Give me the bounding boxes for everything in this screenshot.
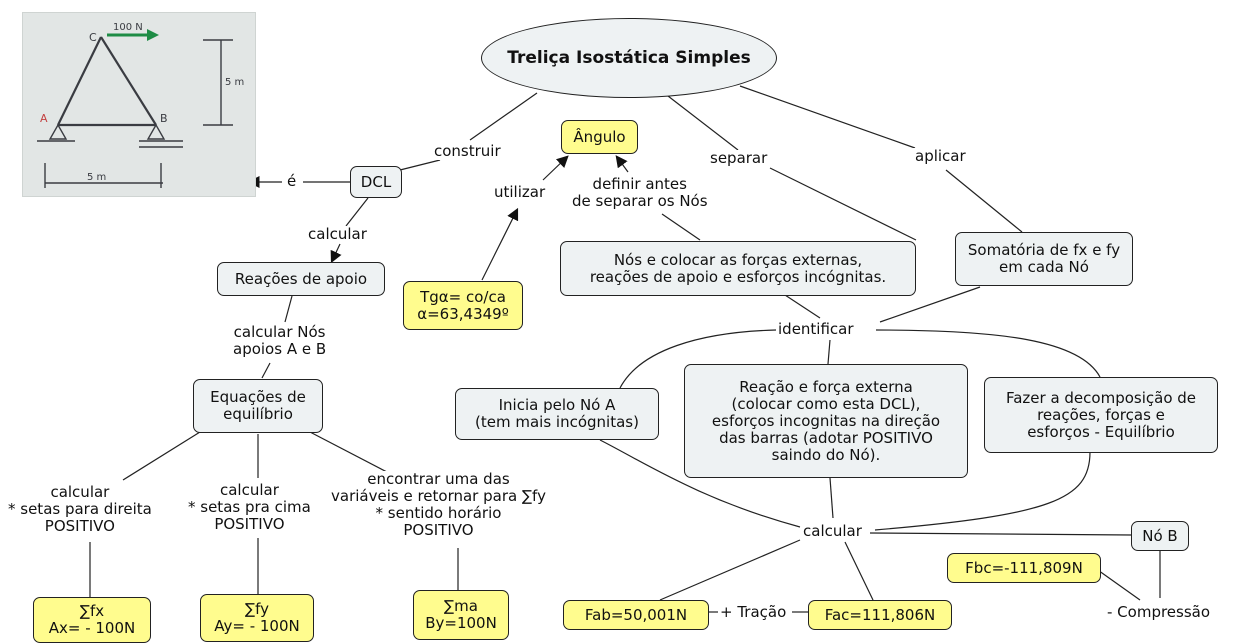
link-label-calcular-forcas: calcular — [801, 522, 864, 540]
link-line — [659, 539, 801, 601]
node-fx-result: ∑fx Ax= - 100N — [33, 597, 151, 643]
node-fab: Fab=50,001N — [563, 600, 709, 630]
node-fbc: Fbc=-111,809N — [947, 553, 1101, 583]
link-line — [869, 532, 1133, 536]
link-label-construir: construir — [432, 142, 503, 160]
link-line — [945, 169, 1023, 233]
node-fy-result: ∑fy Ay= - 100N — [200, 594, 314, 642]
link-line — [261, 362, 271, 379]
link-line — [619, 329, 777, 389]
link-label-e: é — [285, 172, 299, 190]
truss-label-a: A — [40, 112, 48, 125]
node-tg-alpha: Tgα= co/ca α=63,4349º — [403, 281, 523, 330]
link-label-aplicar: aplicar — [913, 147, 968, 165]
node-equacoes: Equações de equilíbrio — [193, 379, 323, 433]
link-line — [542, 155, 569, 181]
link-line — [769, 167, 917, 241]
link-line — [875, 329, 1101, 378]
link-line — [599, 439, 801, 528]
link-line — [827, 339, 831, 365]
node-inicia-no-a: Inicia pelo Nó A (tem mais incógnitas) — [455, 388, 659, 440]
link-line — [122, 431, 201, 481]
node-decomposicao: Fazer a decomposição de reações, forças … — [984, 377, 1218, 453]
link-line — [661, 213, 701, 241]
link-line — [330, 243, 342, 264]
link-label-definir: definir antes de separar os Nós — [570, 175, 710, 210]
link-line — [481, 207, 519, 281]
link-label-calcular-fx: calcular * setas para direita POSITIVO — [6, 483, 154, 535]
main-title: Treliça Isostática Simples — [481, 18, 777, 98]
truss-image: C 100 N A B 5 m 5 m — [22, 12, 256, 197]
link-line — [615, 155, 629, 173]
link-line — [667, 95, 739, 151]
link-label-calcular-nos: calcular Nós apoios A e B — [231, 323, 329, 358]
node-angulo: Ângulo — [561, 120, 638, 154]
node-ma-result: ∑ma By=100N — [413, 590, 509, 640]
link-line — [874, 451, 1091, 531]
link-label-identificar: identificar — [776, 320, 856, 338]
link-line — [739, 85, 916, 149]
link-label-tracao: + Tração — [718, 603, 789, 621]
link-label-calcular-reacoes: calcular — [306, 225, 369, 243]
link-line — [844, 541, 874, 601]
node-dcl: DCL — [350, 166, 402, 198]
link-line — [829, 477, 834, 519]
node-reacao-forca: Reação e força externa (colocar como est… — [684, 364, 968, 478]
node-nos-forcas: Nós e colocar as forças externas, reaçõe… — [560, 241, 916, 296]
truss-label-b: B — [160, 112, 168, 125]
link-label-separar: separar — [708, 149, 770, 167]
truss-height-label: 5 m — [225, 77, 244, 88]
node-somatoria: Somatória de fx e fy em cada Nó — [955, 232, 1133, 286]
link-label-encontrar: encontrar uma das variáveis e retornar p… — [329, 470, 548, 539]
link-line — [345, 197, 369, 227]
link-line — [879, 286, 981, 323]
link-line — [1094, 567, 1141, 601]
node-no-b: Nó B — [1131, 521, 1189, 551]
node-fac: Fac=111,806N — [808, 600, 952, 630]
link-label-compressao: - Compressão — [1105, 603, 1213, 621]
truss-label-c: C — [89, 31, 97, 44]
node-reacoes-apoio: Reações de apoio — [217, 262, 385, 296]
link-label-calcular-fy: calcular * setas pra cima POSITIVO — [186, 481, 313, 533]
link-line — [284, 295, 293, 323]
truss-load-label: 100 N — [113, 22, 143, 33]
link-label-utilizar: utilizar — [492, 183, 548, 201]
truss-width-label: 5 m — [87, 172, 106, 183]
link-line — [784, 294, 821, 319]
link-line — [469, 92, 538, 141]
